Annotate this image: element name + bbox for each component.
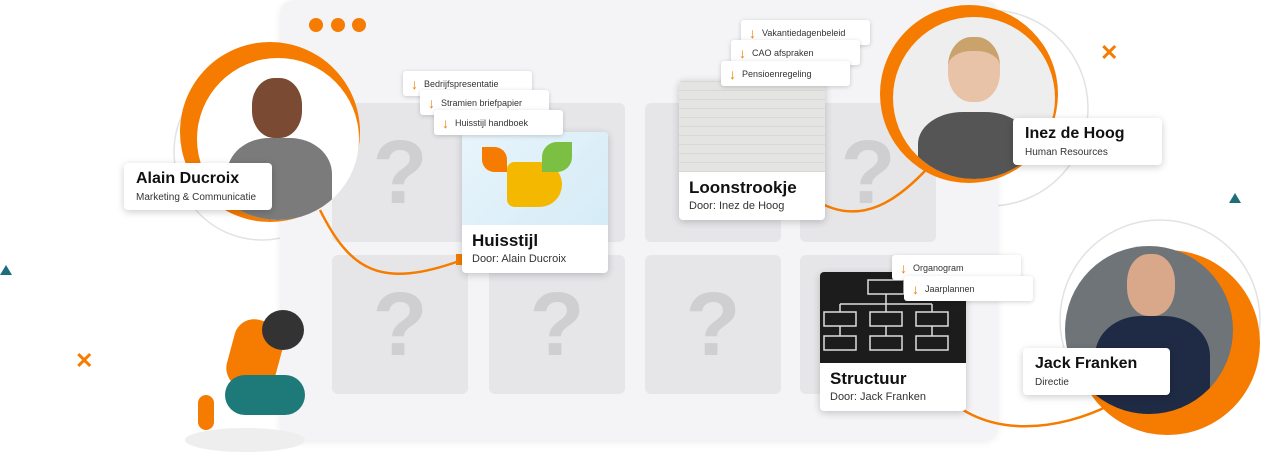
download-label: Bedrijfspresentatie (424, 78, 499, 89)
download-icon: ↓ (912, 280, 919, 297)
person-label: Inez de Hoog Human Resources (1013, 118, 1162, 165)
close-icon: ✕ (1100, 40, 1119, 65)
floor-shadow (185, 428, 305, 452)
person-name: Inez de Hoog (1025, 125, 1125, 142)
download-label: Pensioenregeling (742, 68, 812, 79)
download-item[interactable]: ↓ CAO afspraken (731, 40, 860, 65)
woman-hair (262, 310, 304, 350)
download-item[interactable]: ↓ Organogram (892, 255, 1021, 280)
download-item[interactable]: ↓ Huisstijl handboek (434, 110, 563, 135)
woman-legs (225, 375, 305, 415)
download-item[interactable]: ↓ Jaarplannen (904, 276, 1033, 301)
download-icon: ↓ (442, 114, 449, 131)
document-card-huisstijl[interactable]: Huisstijl Door: Alain Ducroix (462, 132, 608, 273)
placeholder-tile: ? (332, 255, 468, 394)
download-icon: ↓ (749, 24, 756, 41)
megaphone-image (462, 132, 608, 225)
download-label: Jaarplannen (925, 283, 975, 294)
placeholder-tile: ? (645, 255, 781, 394)
plant-icon (198, 395, 214, 430)
card-title: Loonstrookje (689, 178, 797, 197)
document-card-loonstrookje[interactable]: Loonstrookje Door: Inez de Hoog (679, 80, 825, 220)
person-name: Alain Ducroix (136, 170, 240, 187)
download-label: CAO afspraken (752, 47, 814, 58)
download-icon: ↓ (428, 94, 435, 111)
download-label: Organogram (913, 262, 964, 273)
window-dot (352, 18, 366, 32)
card-author: Door: Jack Franken (830, 391, 926, 403)
window-titlebar (280, 0, 998, 50)
person-role: Human Resources (1025, 147, 1108, 158)
download-label: Vakantiedagenbeleid (762, 27, 846, 38)
download-icon: ↓ (739, 44, 746, 61)
placeholder-tile: ? (489, 255, 625, 394)
window-dot (331, 18, 345, 32)
download-label: Stramien briefpapier (441, 97, 523, 108)
download-item[interactable]: ↓ Pensioenregeling (721, 61, 850, 86)
person-role: Marketing & Communicatie (136, 192, 257, 203)
person-name: Jack Franken (1035, 355, 1138, 372)
download-label: Huisstijl handboek (455, 117, 529, 128)
triangle-icon (1229, 193, 1241, 203)
person-label: Jack Franken Directie (1023, 348, 1170, 395)
card-author: Door: Inez de Hoog (689, 200, 785, 212)
window-dot (309, 18, 323, 32)
person-label: Alain Ducroix Marketing & Communicatie (124, 163, 272, 210)
card-title: Huisstijl (472, 231, 539, 250)
download-icon: ↓ (729, 65, 736, 82)
close-icon: ✕ (75, 348, 94, 373)
download-icon: ↓ (900, 259, 907, 276)
card-author: Door: Alain Ducroix (472, 253, 567, 265)
person-role: Directie (1035, 377, 1069, 388)
payslip-image (679, 80, 825, 172)
triangle-icon (0, 265, 12, 275)
card-title: Structuur (830, 369, 907, 388)
download-icon: ↓ (411, 75, 418, 92)
